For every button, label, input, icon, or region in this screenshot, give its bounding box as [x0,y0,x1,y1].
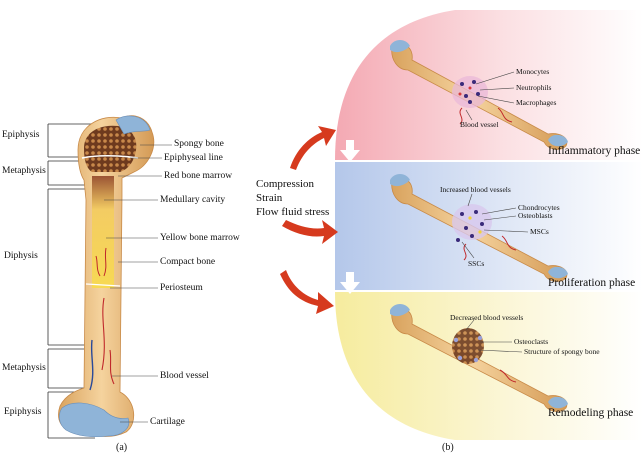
region-epiphysis-bottom: Epiphysis [4,407,42,417]
bone-inflammatory [390,40,568,150]
label-blood-vessel: Blood vessel [160,371,209,381]
label-decreased-blood-vessels: Decreased blood vessels [450,313,524,322]
label-macrophages: Macrophages [516,98,557,107]
bone-remodeling [390,304,568,412]
label-compact-bone: Compact bone [160,257,216,267]
stress-strain: Strain [256,192,283,204]
label-sscs: SSCs [468,259,485,268]
stress-compression: Compression [256,178,315,190]
leader-lines-remodeling [465,319,523,353]
stress-arrows [280,126,338,314]
phase-remodeling-title: Remodeling phase [548,407,634,419]
label-cartilage: Cartilage [150,417,185,427]
phase-inflammatory-title: Inflammatory phase [548,145,641,157]
label-periosteum: Periosteum [160,283,203,293]
label-yellow-bone-marrow: Yellow bone marrow [160,233,240,243]
label-monocytes: Monocytes [516,67,550,76]
region-metaphysis-bottom: Metaphysis [2,363,46,373]
phase-transition-arrows [340,140,360,294]
label-epiphyseal-line: Epiphyseal line [164,153,223,163]
label-osteoclasts: Osteoclasts [514,337,549,346]
region-epiphysis-top: Epiphysis [2,130,40,140]
label-osteoblasts: Osteoblasts [518,211,553,220]
label-red-bone-marrow: Red bone marrow [164,171,233,181]
label-blood-vessel-inflammatory: Blood vessel [460,120,499,129]
label-increased-blood-vessels: Increased blood vessels [440,185,511,194]
stress-flow-fluid: Flow fluid stress [256,206,330,218]
caption-b: (b) [442,442,454,453]
label-mscs: MSCs [530,227,549,236]
inflammatory-phase-panel [335,10,643,160]
leader-lines-a [104,144,172,423]
label-chondrocytes: Chondrocytes [518,203,560,212]
region-diphysis: Diphysis [4,251,38,261]
leader-lines-proliferation [461,193,529,259]
leader-lines-inflammatory [465,71,515,121]
label-spongy-bone: Spongy bone [174,139,224,149]
label-medullary-cavity: Medullary cavity [160,195,226,205]
phase-proliferation-title: Proliferation phase [548,277,636,289]
label-neutrophils: Neutrophils [516,83,552,92]
label-structure-of-spongy-bone: Structure of spongy bone [524,347,600,356]
region-metaphysis-top: Metaphysis [2,166,46,176]
long-bone [58,115,155,438]
caption-a: (a) [116,442,128,453]
bone-proliferation [390,174,568,282]
